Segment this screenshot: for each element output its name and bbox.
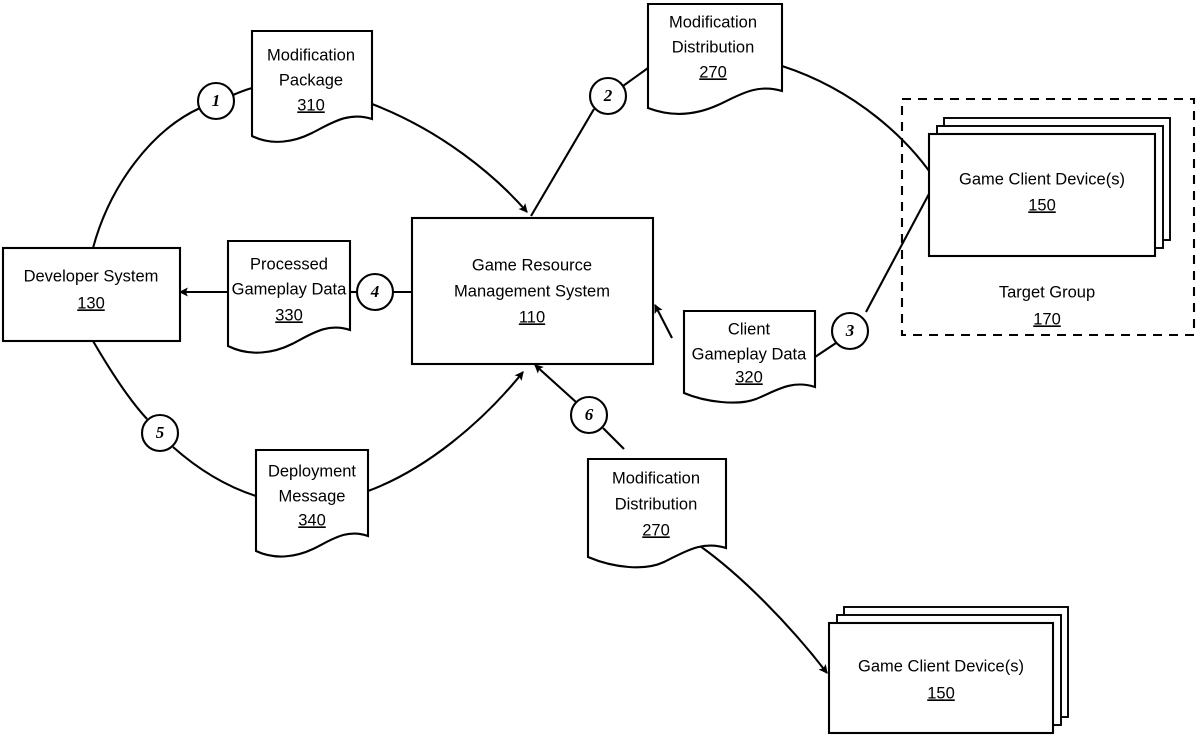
modification-distribution-bottom-ref: 270 — [642, 521, 670, 539]
deployment-message-shape — [254, 448, 370, 558]
game-resource-management-system-ref: 110 — [519, 308, 545, 326]
step-marker-3-label: 3 — [845, 321, 855, 340]
flow-arc-marker5-to-deployment-message — [172, 446, 257, 497]
client-gameplay-data-line1: Client — [728, 320, 771, 338]
step-marker-4-circle — [355, 272, 395, 312]
game-client-device-bottom-ref: 150 — [927, 684, 955, 702]
processed-gameplay-data-ref: 330 — [275, 306, 303, 324]
modification-distribution-top-line2: Distribution — [672, 38, 755, 56]
deployment-message-line1: Deployment — [268, 462, 356, 480]
modification-package-ref: 310 — [297, 96, 325, 114]
processed-gameplay-data-line1: Processed — [250, 255, 328, 273]
step-marker-1-label: 1 — [212, 91, 221, 110]
modification-package-line1: Modification — [267, 46, 355, 64]
developer-system-shape — [1, 246, 182, 343]
step-marker-5-label: 5 — [156, 423, 165, 442]
flow-arc-developer-system-to-marker5 — [92, 340, 148, 420]
flow-line-client-device-to-marker3 — [865, 191, 931, 313]
modification-distribution-top-ref: 270 — [699, 63, 727, 81]
target-group-container — [900, 97, 1196, 337]
flow-line-grms-to-marker2 — [530, 108, 595, 217]
client-gameplay-data-shape — [682, 309, 817, 404]
modification-distribution-top-line1: Modification — [669, 13, 757, 31]
game-client-device-top-layer1 — [927, 132, 1157, 258]
flow-arrow-marker6-to-grms — [534, 364, 577, 403]
step-marker-2-circle — [588, 76, 628, 116]
step-marker-6-label: 6 — [585, 405, 594, 424]
deployment-message-line2: Message — [279, 487, 346, 505]
game-client-device-top-ref: 150 — [1028, 196, 1056, 214]
processed-gameplay-data-line2: Gameplay Data — [232, 280, 347, 298]
game-resource-management-system-shape — [410, 216, 655, 366]
flow-arc-deployment-message-to-grms — [367, 371, 524, 492]
step-marker-3-circle — [830, 311, 870, 351]
modification-distribution-top-shape — [646, 2, 784, 115]
developer-system-label: Developer System — [24, 267, 159, 285]
flow-arc-package-to-grms — [371, 103, 528, 213]
flow-arrow-client-gameplay-data-to-grms — [654, 303, 673, 339]
client-gameplay-data-ref: 320 — [735, 368, 763, 386]
game-client-device-top-label: Game Client Device(s) — [959, 170, 1125, 188]
step-marker-4-label: 4 — [370, 282, 380, 301]
modification-package-line2: Package — [279, 71, 343, 89]
game-client-device-bottom-layer1 — [827, 621, 1055, 735]
flow-arc-developer-to-modification-package — [91, 107, 201, 249]
client-gameplay-data-line2: Gameplay Data — [692, 345, 807, 363]
game-resource-management-system-line2: Management System — [454, 282, 610, 300]
flow-line-marker3-to-client-gameplay-data — [814, 342, 837, 358]
flow-arc-modification-distribution-to-client-device — [699, 545, 828, 674]
deployment-message-ref: 340 — [298, 511, 326, 529]
modification-package-shape — [250, 29, 374, 143]
step-marker-2-label: 2 — [603, 86, 613, 105]
modification-distribution-bottom-line2: Distribution — [615, 495, 698, 513]
target-group-ref: 170 — [1033, 310, 1061, 328]
step-marker-5-circle — [140, 413, 180, 453]
step-marker-6-circle — [569, 395, 609, 435]
flow-line-modification-distribution-to-marker6 — [602, 427, 625, 450]
game-client-device-bottom-label: Game Client Device(s) — [858, 657, 1024, 675]
step-marker-1-circle — [196, 81, 236, 121]
target-group-label: Target Group — [999, 283, 1095, 301]
modification-distribution-bottom-line1: Modification — [612, 469, 700, 487]
developer-system-ref: 130 — [77, 294, 105, 312]
flow-line-marker2-to-distribution — [622, 67, 649, 87]
modification-distribution-bottom-shape — [586, 457, 728, 569]
processed-gameplay-data-shape — [226, 239, 352, 354]
flow-arc-marker1-to-package — [232, 86, 253, 96]
game-resource-management-system-line1: Game Resource — [472, 256, 592, 274]
flow-arc-distribution-to-client-device — [781, 65, 939, 185]
